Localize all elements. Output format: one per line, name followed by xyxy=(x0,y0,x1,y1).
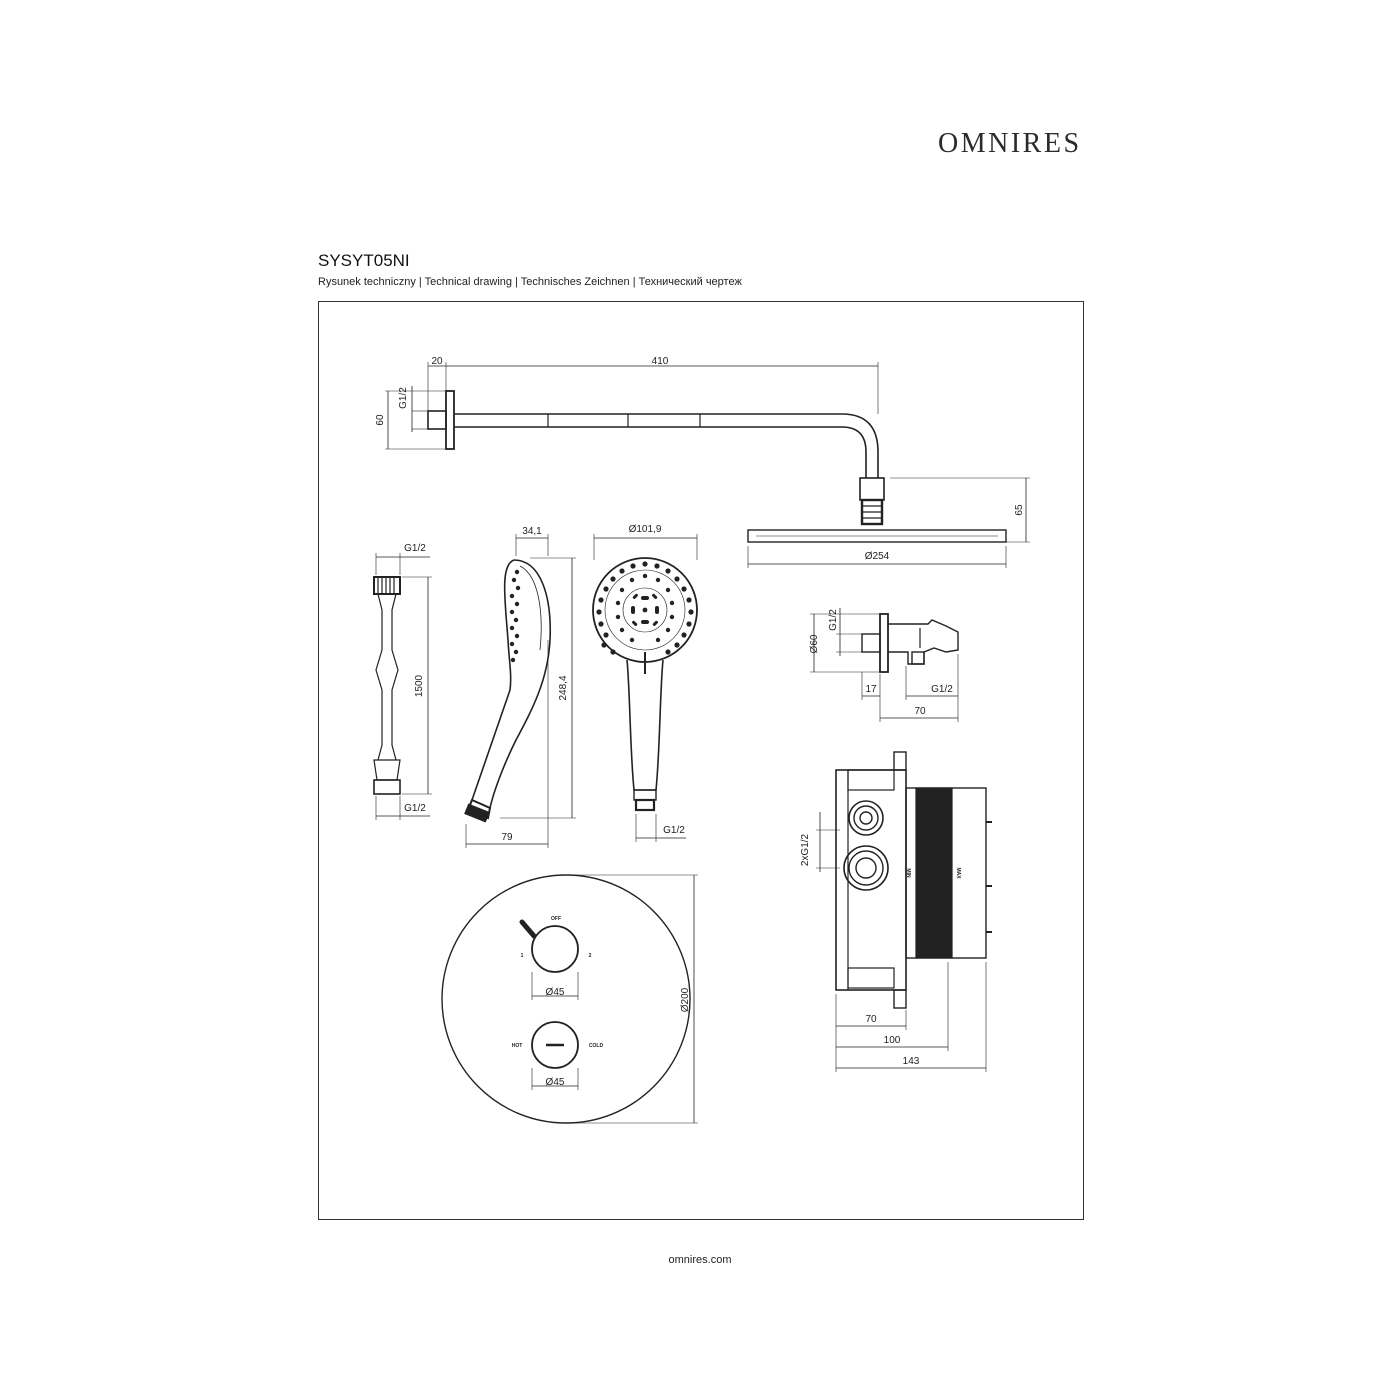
handshower-side-drawing xyxy=(464,559,551,823)
label-min: MIN xyxy=(905,868,911,878)
dim-65: 65 xyxy=(1014,504,1025,516)
dim-elbow-g12-v: G1/2 xyxy=(828,609,839,631)
dim-1500: 1500 xyxy=(414,674,425,697)
dim-200: Ø200 xyxy=(680,987,691,1012)
dim-2xg12: 2xG1/2 xyxy=(800,833,811,866)
dim-45-top: Ø45 xyxy=(546,987,565,998)
dim-410: 410 xyxy=(652,356,669,367)
dim-box-70: 70 xyxy=(865,1014,877,1025)
brand-logo: OMNIRES xyxy=(938,128,1082,159)
model-code: SYSYT05NI xyxy=(318,251,410,270)
drawing-subtitle: Rysunek techniczny | Technical drawing |… xyxy=(318,276,742,288)
dim-34: 34,1 xyxy=(522,526,542,537)
dim-20: 20 xyxy=(431,356,443,367)
dim-60: 60 xyxy=(375,414,386,426)
dim-elbow-g12-h: G1/2 xyxy=(931,684,953,695)
dim-45-bottom: Ø45 xyxy=(546,1077,565,1088)
hose-drawing xyxy=(373,553,432,820)
dim-101: Ø101,9 xyxy=(629,524,662,535)
shower-arm-drawing xyxy=(385,362,1030,568)
handshower-front-nozzles xyxy=(596,561,694,655)
label-pos-2: 2 xyxy=(589,953,592,959)
dim-elbow-70: 70 xyxy=(914,706,926,717)
dim-hose-g12-top: G1/2 xyxy=(404,543,426,554)
drawing-frame xyxy=(318,301,1084,1220)
dim-17: 17 xyxy=(865,684,877,695)
dim-hose-g12-bottom: G1/2 xyxy=(404,803,426,814)
label-pos-1: 1 xyxy=(521,953,524,959)
label-max: MAX xyxy=(955,867,961,879)
label-off: OFF xyxy=(551,916,561,922)
label-cold: COLD xyxy=(589,1043,604,1049)
handshower-front-drawing xyxy=(592,534,698,842)
dim-elbow-60: Ø60 xyxy=(809,634,820,653)
label-hot: HOT xyxy=(512,1043,523,1049)
dim-79: 79 xyxy=(501,832,513,843)
dim-front-g12: G1/2 xyxy=(663,825,685,836)
dim-248: 248,4 xyxy=(558,675,569,700)
elbow-drawing xyxy=(810,608,959,722)
handshower-side-nozzles xyxy=(509,569,521,663)
dim-box-143: 143 xyxy=(903,1056,920,1067)
dim-254: Ø254 xyxy=(865,551,890,562)
dim-arm-g12: G1/2 xyxy=(398,387,409,409)
footer-url: omnires.com xyxy=(668,1254,732,1266)
dim-box-100: 100 xyxy=(884,1035,901,1046)
concealed-box-drawing xyxy=(816,751,992,1072)
control-panel-drawing xyxy=(441,874,698,1124)
handshower-side-dims xyxy=(465,534,576,848)
